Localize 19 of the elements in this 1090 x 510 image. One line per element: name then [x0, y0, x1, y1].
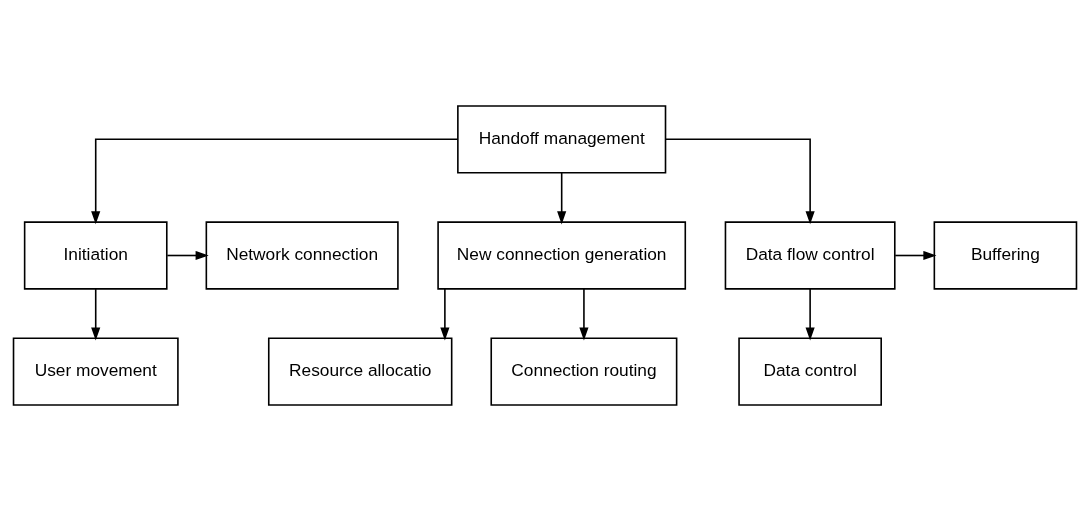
- arrow: [805, 287, 815, 341]
- node-box: User movement: [12, 337, 179, 406]
- node-box: Network connection: [205, 220, 399, 290]
- arrow: [664, 138, 815, 224]
- arrow: [579, 287, 589, 341]
- node-box: Buffering: [933, 220, 1078, 290]
- arrow: [91, 138, 459, 224]
- node-box: Connection routing: [490, 337, 678, 406]
- node-box: Data flow control: [724, 220, 896, 290]
- node-box: Data control: [738, 337, 882, 406]
- node-box: New connection generation: [437, 220, 687, 290]
- node-box: Handoff management: [457, 104, 667, 173]
- node-box: Resource allocatio: [267, 337, 453, 406]
- arrow: [440, 287, 450, 341]
- node-box: Initiation: [23, 220, 168, 290]
- arrow: [166, 250, 209, 260]
- arrow: [894, 250, 937, 260]
- arrow: [557, 171, 567, 224]
- arrow: [91, 287, 101, 341]
